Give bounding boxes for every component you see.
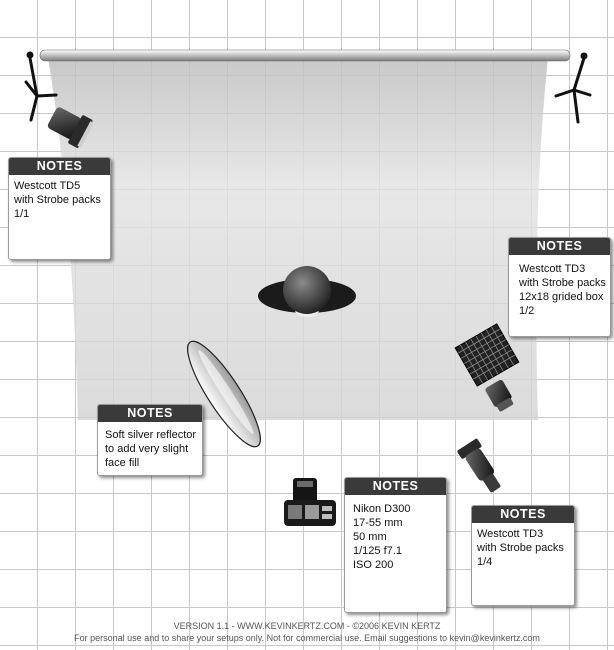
note-line: face fill bbox=[105, 457, 140, 469]
note-line: Westcott TD5 bbox=[14, 180, 81, 192]
note-header: NOTES bbox=[98, 405, 202, 422]
note-key-light: NOTES Westcott TD5 with Strobe packs 1/1 bbox=[8, 157, 111, 260]
note-line: 1/2 bbox=[519, 305, 535, 317]
note-line: 17-55 mm bbox=[353, 517, 403, 529]
footer-version: VERSION 1.1 - WWW.KEVINKERTZ.COM - ©2006… bbox=[173, 621, 441, 631]
note-body: Soft silver reflector to add very slight… bbox=[105, 428, 196, 470]
reflector-icon bbox=[187, 340, 261, 448]
note-body: Westcott TD3 with Strobe packs 12x18 gri… bbox=[519, 262, 606, 318]
note-header: NOTES bbox=[509, 238, 610, 255]
note-line: 1/4 bbox=[477, 556, 493, 568]
note-camera: NOTES Nikon D300 17-55 mm 50 mm 1/125 f7… bbox=[344, 477, 447, 613]
note-hair-light: NOTES Westcott TD3 with Strobe packs 12x… bbox=[508, 237, 611, 337]
note-rim-light: NOTES Westcott TD3 with Strobe packs 1/4 bbox=[471, 505, 575, 606]
note-line: to add very slight bbox=[105, 443, 189, 455]
backdrop-bar-end-left bbox=[26, 51, 34, 59]
spotlight-icon bbox=[47, 107, 94, 148]
note-body: Westcott TD5 with Strobe packs 1/1 bbox=[14, 179, 101, 221]
note-header: NOTES bbox=[345, 478, 446, 495]
note-line: 12x18 grided box bbox=[519, 291, 604, 303]
light-stand-icon bbox=[554, 56, 592, 124]
note-body: Nikon D300 17-55 mm 50 mm 1/125 f7.1 ISO… bbox=[353, 502, 410, 572]
note-line: Soft silver reflector bbox=[105, 429, 197, 441]
camera-icon bbox=[284, 478, 336, 526]
light-stand-icon bbox=[24, 56, 58, 122]
note-line: Westcott TD3 bbox=[519, 263, 586, 275]
note-line: 50 mm bbox=[353, 531, 387, 543]
spotlight-icon bbox=[457, 438, 501, 493]
note-line: with Strobe packs bbox=[14, 194, 101, 206]
person-icon bbox=[258, 266, 356, 317]
backdrop-bar-end-right bbox=[580, 52, 588, 60]
note-line: ISO 200 bbox=[353, 559, 394, 571]
softbox-lamp-head bbox=[485, 379, 514, 412]
backdrop-bar bbox=[39, 49, 571, 62]
note-line: with Strobe packs bbox=[477, 542, 564, 554]
note-line: Westcott TD3 bbox=[477, 528, 544, 540]
note-body: Westcott TD3 with Strobe packs 1/4 bbox=[477, 527, 564, 569]
note-header: NOTES bbox=[9, 158, 110, 175]
note-line: with Strobe packs bbox=[519, 277, 606, 289]
note-line: 1/125 f7.1 bbox=[353, 545, 402, 557]
footer-disclaimer: For personal use and to share your setup… bbox=[74, 633, 540, 643]
backdrop-paper bbox=[48, 58, 548, 420]
note-header: NOTES bbox=[472, 506, 574, 523]
softbox-icon bbox=[454, 323, 520, 387]
note-line: Nikon D300 bbox=[353, 503, 411, 515]
note-reflector: NOTES Soft silver reflector to add very … bbox=[97, 404, 203, 476]
note-line: 1/1 bbox=[14, 208, 30, 220]
